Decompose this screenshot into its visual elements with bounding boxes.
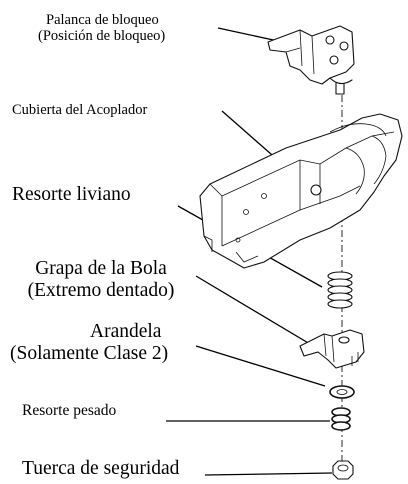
label-ball-clamp: Grapa de la Bola (Extremo dentado) — [12, 258, 190, 302]
label-coupler-cover: Cubierta del Acoplador — [12, 102, 148, 118]
label-ball-clamp-line2: (Extremo dentado) — [27, 279, 175, 301]
leader-ball-clamp — [195, 275, 321, 351]
leader-lock-lever — [217, 27, 279, 42]
label-ball-clamp-line1: Grapa de la Bola — [35, 258, 167, 279]
label-light-spring: Resorte liviano — [12, 184, 131, 205]
label-washer-line2: (Solamente Clase 2) — [10, 342, 169, 364]
label-lock-nut: Tuerca de seguridad — [22, 458, 180, 479]
label-washer-line1: Arandela — [90, 321, 162, 342]
leader-lock-nut — [204, 472, 333, 476]
lock-lever-part — [267, 25, 355, 95]
coupler-cover-part — [199, 113, 403, 269]
label-heavy-spring: Resorte pesado — [22, 402, 117, 419]
label-lock-lever: Palanca de bloqueo (Posición de bloqueo) — [38, 12, 165, 44]
label-washer: Arandela (Solamente Clase 2) — [10, 321, 168, 365]
leader-washer — [195, 345, 326, 387]
lock-nut-part — [332, 460, 354, 480]
label-lock-lever-line2: (Posición de bloqueo) — [38, 28, 166, 45]
light-spring-part — [327, 271, 353, 309]
heavy-spring-part — [331, 407, 351, 431]
washer-part — [329, 385, 355, 399]
label-lock-lever-line1: Palanca de bloqueo — [46, 12, 159, 28]
ball-clamp-part — [299, 329, 365, 369]
